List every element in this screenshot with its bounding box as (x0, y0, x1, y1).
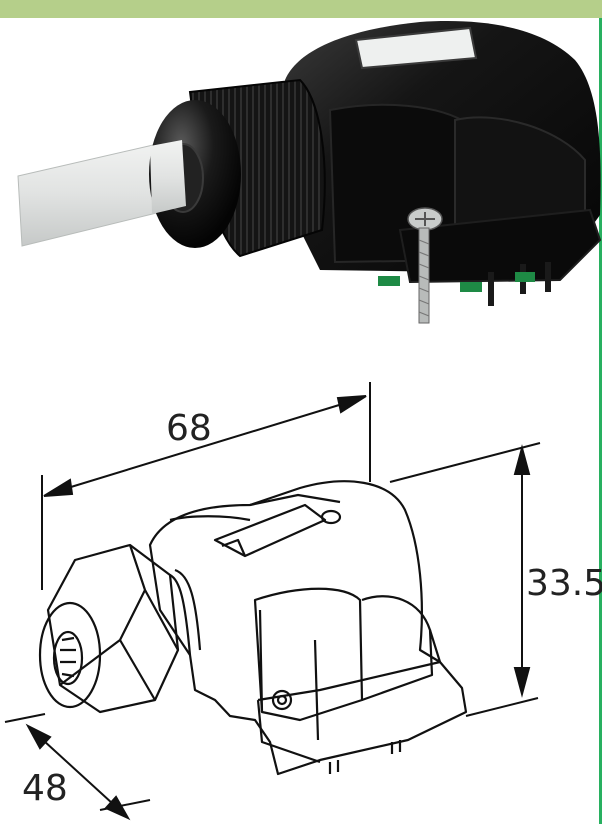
cable-entry (150, 140, 186, 214)
drawing-gland-face (38, 601, 102, 709)
connector-photo (17, 21, 602, 324)
top-accent-bar (0, 0, 602, 18)
dimension-width: 48 (22, 768, 68, 809)
dimension-lines (4, 382, 541, 821)
dimension-height: 33.5 (526, 563, 602, 604)
drawing-label-window (213, 503, 327, 558)
contact-pins (378, 262, 551, 306)
drawing-housing (148, 480, 468, 776)
mounting-screw (407, 207, 443, 324)
dimension-length: 68 (166, 408, 212, 449)
dimension-drawing (38, 480, 468, 776)
drawing-hex-nut (46, 543, 180, 714)
label-window (354, 26, 478, 70)
right-edge-bar (599, 18, 602, 824)
